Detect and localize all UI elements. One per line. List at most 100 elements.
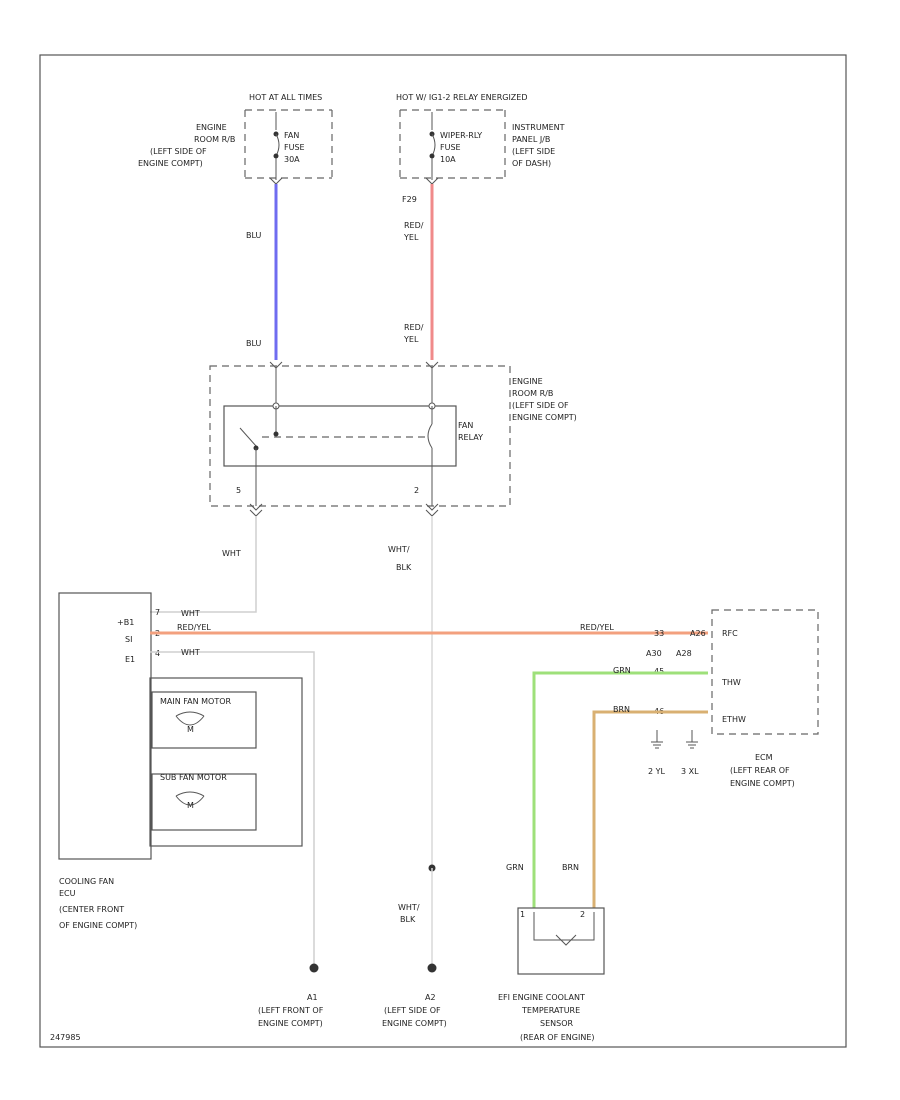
ecm-ground-3xl: 3 XL bbox=[681, 767, 699, 776]
hot-at-all-times-label: HOT AT ALL TIMES bbox=[249, 93, 322, 102]
ground-a1-label-1: (LEFT FRONT OF bbox=[258, 1006, 324, 1015]
svg-text:ENGINE COMPT): ENGINE COMPT) bbox=[138, 159, 203, 168]
svg-text:(REAR OF ENGINE): (REAR OF ENGINE) bbox=[520, 1033, 595, 1042]
fuse2-type: FUSE bbox=[440, 143, 461, 152]
ground-a2-icon bbox=[427, 963, 437, 973]
engine-room-rb-label-2: ENGINE ROOM R/B (LEFT SIDE OF ENGINE COM… bbox=[512, 377, 577, 422]
wire-wht-label: WHT bbox=[222, 549, 241, 558]
svg-text:OF DASH): OF DASH) bbox=[512, 159, 551, 168]
wire-wht-blk-label-1: WHT/ bbox=[388, 545, 410, 554]
svg-text:7: 7 bbox=[155, 608, 160, 617]
svg-text:PANEL J/B: PANEL J/B bbox=[512, 135, 550, 144]
ground-a2-label-2: ENGINE COMPT) bbox=[382, 1019, 447, 1028]
wire-red-yel-label-bottom-1: RED/ bbox=[404, 323, 424, 332]
fuse1-type: FUSE bbox=[284, 143, 305, 152]
main-fan-motor-label: MAIN FAN MOTOR bbox=[160, 697, 232, 706]
svg-text:(LEFT SIDE OF: (LEFT SIDE OF bbox=[512, 401, 569, 410]
svg-text:ENGINE: ENGINE bbox=[512, 377, 543, 386]
fuse2-amp: 10A bbox=[440, 155, 456, 164]
ecm: RFC THW ETHW 33 45 46 A30 A28 A26 2 YL 3… bbox=[646, 609, 819, 776]
sub-fan-motor-label: SUB FAN MOTOR bbox=[160, 773, 227, 782]
wire-brn-label-h: BRN bbox=[613, 705, 630, 714]
fan-relay-box: FAN RELAY 5 2 bbox=[209, 365, 511, 507]
fuse1-amp: 30A bbox=[284, 155, 300, 164]
svg-text:33: 33 bbox=[654, 629, 664, 638]
wire-wht-relay-to-ecu bbox=[150, 516, 257, 613]
ecm-pin-thw: THW bbox=[721, 678, 741, 687]
svg-text:A30: A30 bbox=[646, 649, 662, 658]
svg-text:EFI ENGINE COOLANT: EFI ENGINE COOLANT bbox=[498, 993, 585, 1002]
svg-text:COOLING FAN: COOLING FAN bbox=[59, 877, 114, 886]
svg-text:INSTRUMENT: INSTRUMENT bbox=[512, 123, 565, 132]
wire-red-yel-label-bottom-2: YEL bbox=[403, 335, 419, 344]
ecu-pin-b1: +B1 bbox=[117, 618, 134, 627]
fan-relay-label-1: FAN bbox=[458, 421, 473, 430]
wire-red-yel-h-label-right: RED/YEL bbox=[580, 623, 614, 632]
wire-wht-ecu-to-a1 bbox=[150, 651, 315, 966]
wire-brn-label-v: BRN bbox=[562, 863, 579, 872]
ground-a1-label-2: ENGINE COMPT) bbox=[258, 1019, 323, 1028]
svg-text:A26: A26 bbox=[690, 629, 706, 638]
diagram-frame bbox=[39, 54, 847, 1048]
fuse1-name: FAN bbox=[284, 131, 299, 140]
ecm-ground-2yl: 2 YL bbox=[648, 767, 666, 776]
wire-red-yel-label-top-1: RED/ bbox=[404, 221, 424, 230]
wire-grn-label-v: GRN bbox=[506, 863, 524, 872]
wire-wht-blk-label-2: BLK bbox=[396, 563, 412, 572]
svg-text:SENSOR: SENSOR bbox=[540, 1019, 573, 1028]
diagram-id: 247985 bbox=[50, 1033, 81, 1042]
wire-wht-b-label: WHT bbox=[181, 648, 200, 657]
relay-pin-5: 5 bbox=[236, 486, 241, 495]
svg-text:TEMPERATURE: TEMPERATURE bbox=[521, 1006, 580, 1015]
fuse2-name: WIPER-RLY bbox=[440, 131, 482, 140]
cooling-fan-ecu-label: COOLING FAN ECU (CENTER FRONT OF ENGINE … bbox=[59, 877, 137, 930]
svg-text:1: 1 bbox=[520, 910, 525, 919]
engine-room-rb-label-1: ENGINE ROOM R/B (LEFT SIDE OF ENGINE COM… bbox=[138, 123, 235, 168]
svg-text:ROOM R/B: ROOM R/B bbox=[194, 135, 235, 144]
svg-text:ECM: ECM bbox=[755, 753, 773, 762]
relay-pin-2: 2 bbox=[414, 486, 419, 495]
ground-a2-label-1: (LEFT SIDE OF bbox=[384, 1006, 441, 1015]
coolant-temperature-sensor: 1 2 bbox=[517, 907, 605, 975]
fan-relay-label-2: RELAY bbox=[458, 433, 483, 442]
svg-text:4: 4 bbox=[155, 649, 160, 658]
ecu-pin-si: SI bbox=[125, 635, 132, 644]
wire-blu-label-top: BLU bbox=[246, 231, 262, 240]
svg-text:ENGINE: ENGINE bbox=[196, 123, 227, 132]
wire-wht-blk-2-label-2: BLK bbox=[400, 915, 416, 924]
wire-wht-blk-2-label-1: WHT/ bbox=[398, 903, 420, 912]
hot-ig-relay-label: HOT W/ IG1-2 RELAY ENERGIZED bbox=[396, 93, 528, 102]
svg-text:(LEFT SIDE OF: (LEFT SIDE OF bbox=[150, 147, 207, 156]
wire-red-yel-label-top-2: YEL bbox=[403, 233, 419, 242]
ground-a2-id: A2 bbox=[425, 993, 436, 1002]
cooling-fan-ecu: +B1 SI E1 7 2 4 MAIN FAN MOTOR M SUB FAN… bbox=[58, 592, 303, 860]
svg-text:(LEFT SIDE: (LEFT SIDE bbox=[512, 147, 555, 156]
svg-text:OF ENGINE COMPT): OF ENGINE COMPT) bbox=[59, 921, 137, 930]
svg-text:(LEFT REAR OF: (LEFT REAR OF bbox=[730, 766, 790, 775]
svg-text:(CENTER FRONT: (CENTER FRONT bbox=[59, 905, 124, 914]
fuse-box-engine-room: HOT AT ALL TIMES FAN FUSE 30A bbox=[244, 93, 333, 180]
svg-text:ENGINE COMPT): ENGINE COMPT) bbox=[730, 779, 795, 788]
pin-f29: F29 bbox=[402, 195, 417, 204]
main-fan-motor bbox=[151, 691, 257, 749]
svg-text:ROOM R/B: ROOM R/B bbox=[512, 389, 553, 398]
svg-text:M: M bbox=[187, 801, 194, 810]
ecm-pin-rfc: RFC bbox=[722, 629, 738, 638]
svg-text:M: M bbox=[187, 725, 194, 734]
wire-wht-a-label: WHT bbox=[181, 609, 200, 618]
svg-text:2: 2 bbox=[580, 910, 585, 919]
instrument-panel-jb-label: INSTRUMENT PANEL J/B (LEFT SIDE OF DASH) bbox=[512, 123, 565, 168]
ecm-pin-ethw: ETHW bbox=[722, 715, 746, 724]
ecm-label: ECM (LEFT REAR OF ENGINE COMPT) bbox=[730, 753, 795, 788]
svg-text:A28: A28 bbox=[676, 649, 692, 658]
ecu-pin-e1: E1 bbox=[125, 655, 135, 664]
wire-brn bbox=[592, 710, 708, 908]
ground-a1-icon bbox=[309, 963, 319, 973]
sub-fan-motor bbox=[151, 773, 257, 831]
wire-grn-label-h: GRN bbox=[613, 666, 631, 675]
wire-grn bbox=[532, 671, 708, 908]
ground-a1-id: A1 bbox=[307, 993, 318, 1002]
svg-text:ECU: ECU bbox=[59, 889, 76, 898]
wire-blu-label-bottom: BLU bbox=[246, 339, 262, 348]
